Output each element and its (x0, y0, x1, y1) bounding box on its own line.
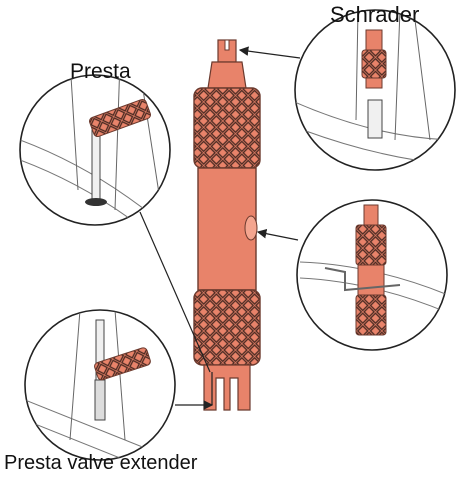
presta-extender-inset (24, 309, 176, 461)
upper-knurled-grip (193, 87, 261, 169)
presta-inset (19, 74, 171, 226)
lower-knurled-grip (193, 289, 261, 366)
schrader-inset (294, 9, 456, 171)
valve-core-arrow (256, 228, 299, 241)
forked-end (203, 364, 251, 411)
presta-leader (139, 211, 211, 373)
valve-core-inset (296, 199, 448, 351)
leader-lines (139, 46, 301, 410)
valve-tool (193, 39, 261, 411)
schrader-arrow (238, 46, 301, 59)
presta-label: Presta (70, 60, 131, 83)
presta-extender-label: Presta valve extender (4, 452, 198, 474)
schrader-label: Schrader (330, 2, 420, 27)
